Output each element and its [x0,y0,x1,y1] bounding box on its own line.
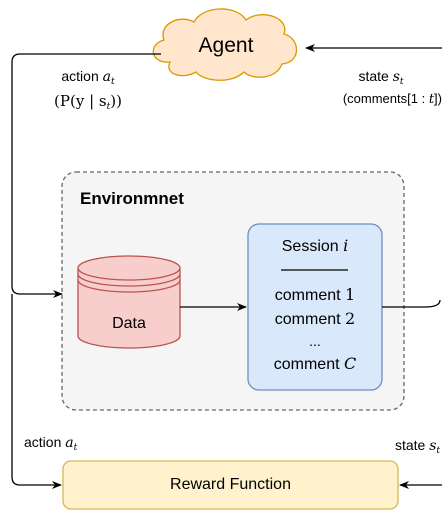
session-item: comment C [273,354,357,373]
bottom-action-label: action at [24,434,78,453]
agent-label: Agent [198,34,254,57]
top-action-label: action at [61,68,115,87]
arrow-session-out [382,299,441,308]
session-item: comment 2 [274,309,356,328]
arrow-action-to-environment [11,53,161,298]
data-cylinder[interactable] [77,255,181,349]
top-state-label: state st [358,68,404,87]
data-label: Data [112,315,146,332]
reward-function-label: Reward Function [170,476,291,493]
reward-function-box[interactable] [62,460,399,510]
environment-title: Environmnet [80,189,184,208]
top-policy-label: (P(y | st)) [54,92,122,112]
agent-cloud[interactable] [152,8,298,81]
session-title: Session i [281,236,349,255]
top-comments-label: (comments[1 : t]) [342,91,442,107]
session-item-ellipsis: ... [309,333,321,349]
bottom-state-label: state st [394,437,440,456]
arrow-action-to-reward [11,294,62,489]
session-item: comment 1 [274,285,356,304]
